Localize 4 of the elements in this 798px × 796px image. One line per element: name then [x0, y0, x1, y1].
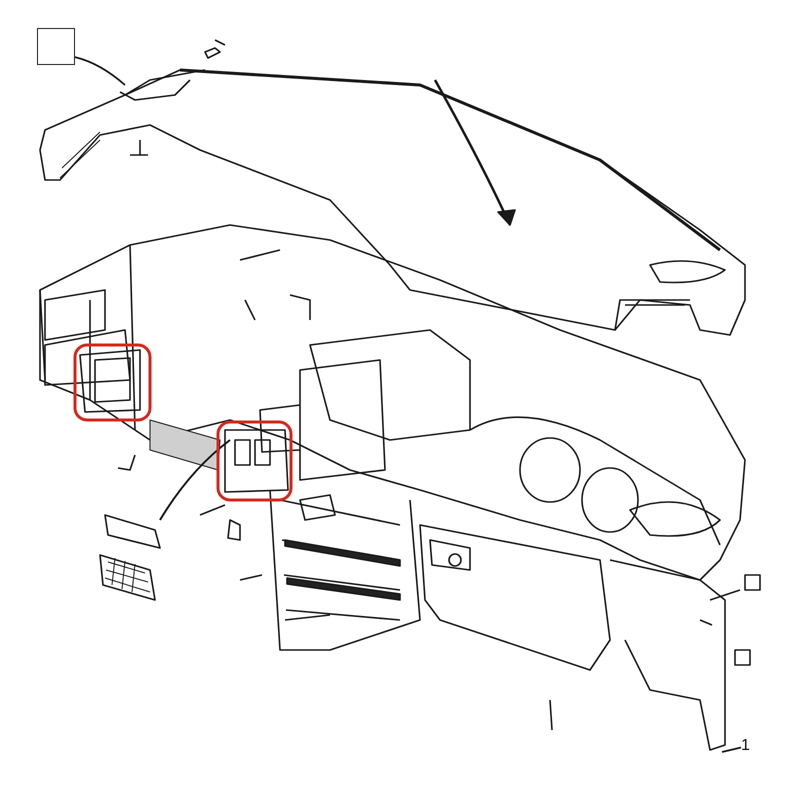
leader-line [722, 746, 742, 753]
callout-box [37, 28, 75, 65]
leader-line [74, 56, 126, 86]
callout-number: 1 [741, 738, 750, 754]
